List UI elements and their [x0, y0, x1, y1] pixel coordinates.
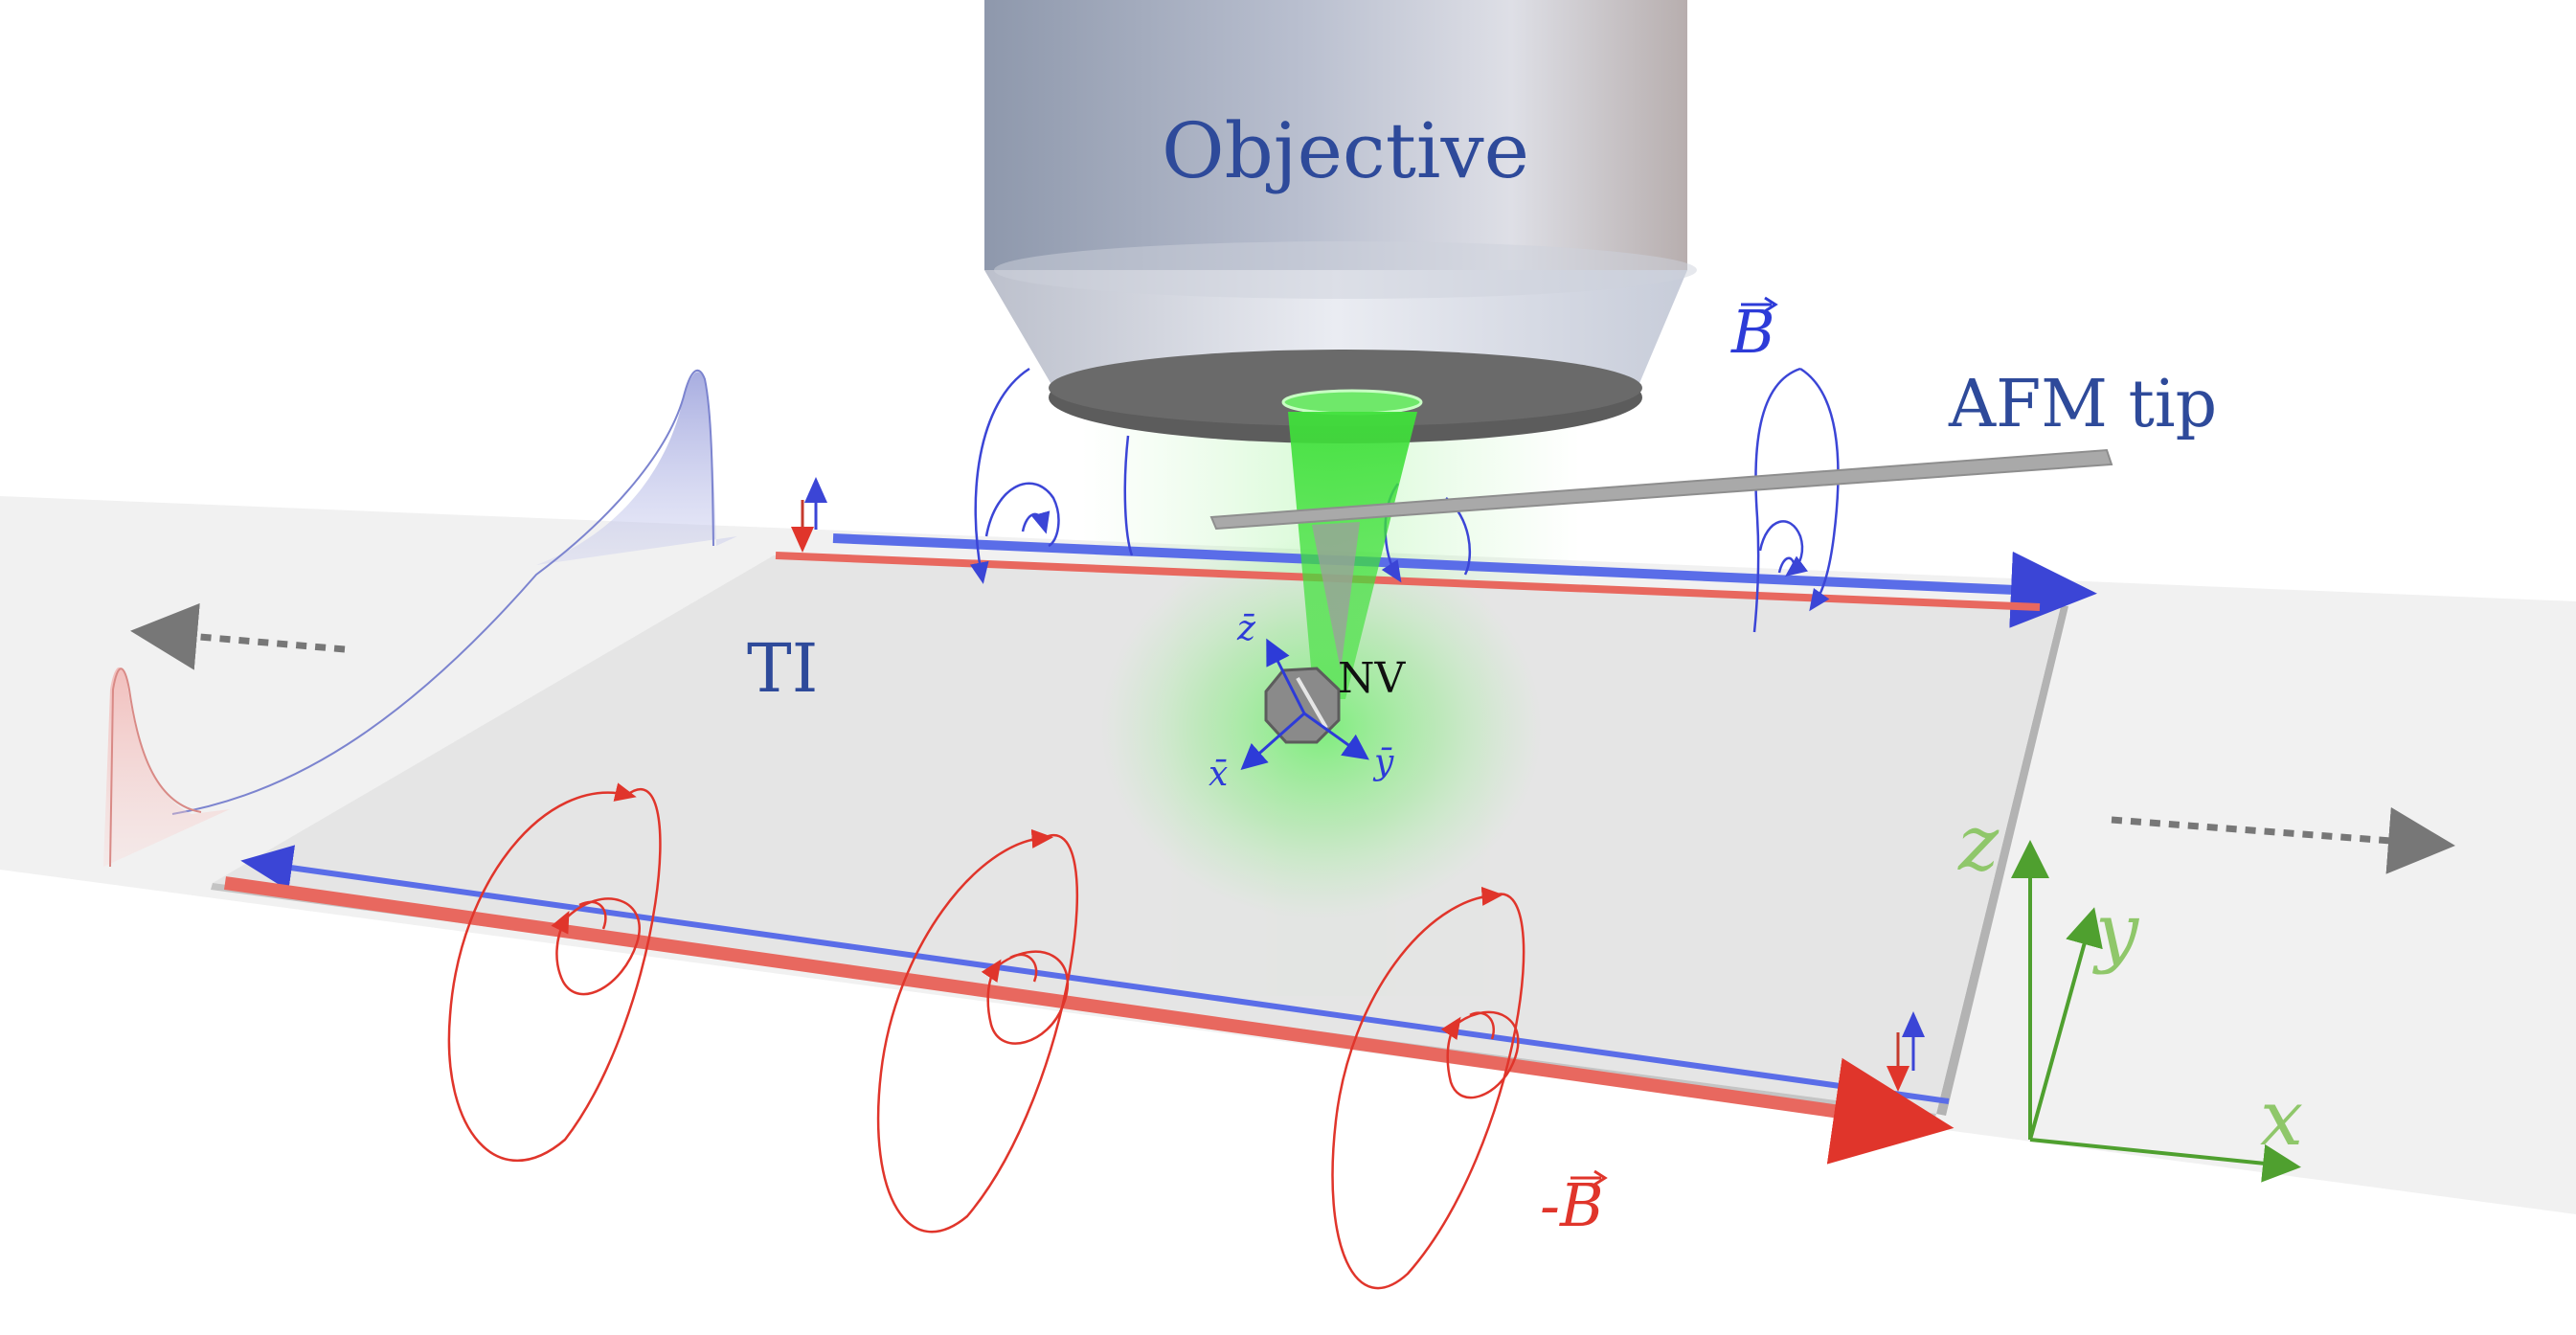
blue-edge-profile [171, 369, 714, 815]
red-loop-2-inner [1009, 953, 1038, 983]
red-edge-peak [103, 667, 230, 867]
objective-label: Objective [1162, 106, 1529, 195]
red-loop-1-inner [578, 900, 607, 930]
blue-edge-peak [536, 372, 737, 565]
nv-center [1240, 638, 1369, 770]
objective-aperture-ring [1049, 350, 1642, 426]
afm-tip-label: AFM tip [1948, 367, 2217, 442]
b-vector-head [1764, 296, 1778, 313]
red-loop-2-mid [981, 950, 1070, 1045]
ti-slab-side [1936, 606, 2068, 1116]
objective-cone-rim [994, 241, 1697, 299]
lab-axis-y [2028, 907, 2103, 1141]
neg-b-field-label: -B [1540, 1169, 1608, 1240]
nv-axis-x-label: x̄ [1209, 755, 1228, 794]
nv-axis-z-label: z̄ [1236, 609, 1256, 648]
lab-axes [2011, 840, 2301, 1183]
blue-field-loops [969, 367, 1840, 633]
lab-axis-x [2029, 1138, 2301, 1183]
objective-lens-opening [1281, 389, 1423, 416]
lab-axis-x-label: x [2260, 1074, 2303, 1163]
ti-slab [213, 555, 2061, 1114]
spin-arrows-top [791, 477, 827, 553]
red-loop-3-inner [1469, 1011, 1495, 1040]
bottom-edge-blue-channel [240, 845, 1950, 1104]
red-loop-3-mid [1440, 1010, 1520, 1099]
lab-axis-y-label: y [2092, 887, 2140, 976]
neg-b-field-text: -B [1540, 1170, 1604, 1240]
lab-axis-z-label: z [1957, 799, 2000, 888]
red-field-loops [447, 782, 1525, 1290]
nv-axis-x-arrow [1240, 712, 1305, 770]
nv-axis-z-arrow [1266, 638, 1306, 714]
red-loop-1-outer [447, 782, 662, 1162]
objective-lens [984, 0, 1697, 443]
red-loop-2-outer [876, 828, 1079, 1233]
spin-arrows-bottom [1887, 1011, 1925, 1092]
top-edge-blue-channel [832, 533, 2097, 628]
red-edge-profile [109, 668, 202, 868]
nv-axis-vector [1296, 677, 1328, 729]
b-field-label: B [1730, 296, 1778, 367]
objective-barrel [984, 0, 1687, 270]
nv-axis-y-label: ȳ [1372, 743, 1394, 782]
red-loop-3-outer [1331, 886, 1525, 1290]
right-flow-arrow [2111, 806, 2455, 874]
left-flow-arrow [130, 602, 346, 670]
neg-b-vector-head [1593, 1169, 1608, 1187]
red-loop-1-mid [551, 897, 641, 996]
ti-label: TI [747, 629, 818, 708]
afm-cantilever [1209, 448, 2113, 531]
nv-label: NV [1338, 654, 1407, 703]
nv-axis-y-arrow [1303, 712, 1369, 760]
afm-tip [1312, 522, 1360, 670]
